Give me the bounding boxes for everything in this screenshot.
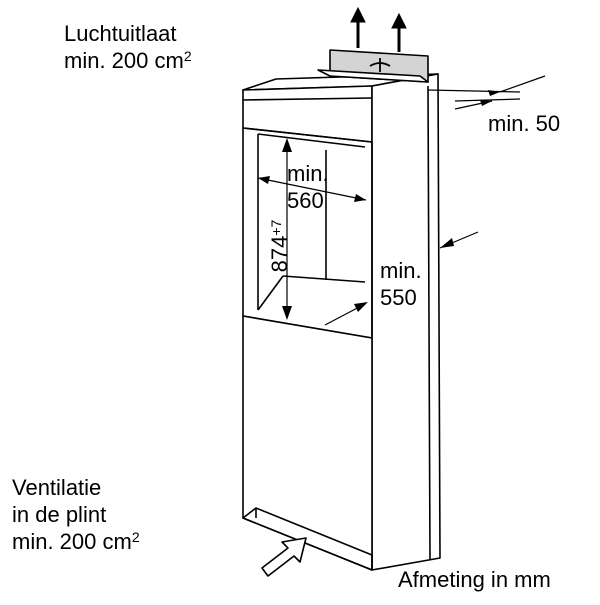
plinth-min-value: min. 200 cm — [12, 529, 132, 554]
air-outlet-arrowhead-right — [391, 12, 407, 29]
depth-dim-leader-1 — [499, 75, 546, 93]
air-outlet-min: min. 200 cm2 — [64, 47, 192, 74]
plinth-min: min. 200 cm2 — [12, 528, 140, 555]
cabinet-lower-door — [242, 315, 373, 571]
side-depth-arrowhead — [440, 238, 454, 248]
units-note: Afmeting in mm — [398, 567, 551, 592]
height-arrowhead-bottom — [282, 306, 292, 320]
niche-width-line-2: 560 — [287, 188, 324, 213]
width-dim-line — [257, 177, 367, 201]
width-arrowhead-right — [354, 194, 366, 202]
niche-width-line-1: min. — [287, 161, 329, 186]
height-arrowhead-top — [282, 138, 292, 152]
niche-height-label: 874+7 — [266, 206, 294, 286]
width-arrowhead-left — [258, 176, 270, 184]
niche-width-label: min. 560 — [287, 160, 329, 214]
plinth-exponent: 2 — [131, 529, 140, 545]
side-depth-label: min. 550 — [380, 257, 422, 311]
depth-arrowhead-2 — [480, 100, 492, 106]
vent-grille-slot — [317, 69, 429, 83]
niche-height-tolerance: +7 — [268, 219, 284, 236]
plinth-vent-label: Ventilatie in de plint min. 200 cm2 — [12, 474, 140, 555]
side-panel-inner-edge — [427, 85, 431, 561]
side-depth-line-1: min. — [380, 258, 422, 283]
header-edge-line — [242, 97, 373, 101]
depth-arrowhead-1 — [488, 90, 500, 96]
niche-height-value: 874 — [267, 235, 292, 273]
air-outlet-label: Luchtuitlaat min. 200 cm2 — [64, 20, 192, 74]
depth-dim-line-bottom — [454, 98, 521, 102]
side-depth-arrowhead-bottom — [354, 302, 368, 312]
vent-symbol-icon — [369, 58, 391, 72]
plinth-line-2: in de plint — [12, 502, 107, 527]
side-depth-line-2: 550 — [380, 285, 417, 310]
air-outlet-exponent: 2 — [183, 48, 192, 64]
air-outlet-min-value: min. 200 cm — [64, 48, 184, 73]
cabinet-plinth — [242, 507, 373, 571]
top-depth-label: min. 50 — [488, 111, 561, 136]
plinth-vent-arrow-icon — [261, 537, 307, 577]
cabinet-front-header — [242, 85, 373, 143]
niche-back-top — [257, 133, 366, 148]
plinth-line-1: Ventilatie — [12, 475, 102, 500]
air-outlet-arrowhead-left — [350, 6, 366, 23]
depth-dim-line-top — [427, 89, 521, 93]
niche-floor-left — [257, 275, 284, 311]
air-outlet-title: Luchtuitlaat — [64, 21, 177, 46]
niche-floor-back — [282, 275, 366, 283]
